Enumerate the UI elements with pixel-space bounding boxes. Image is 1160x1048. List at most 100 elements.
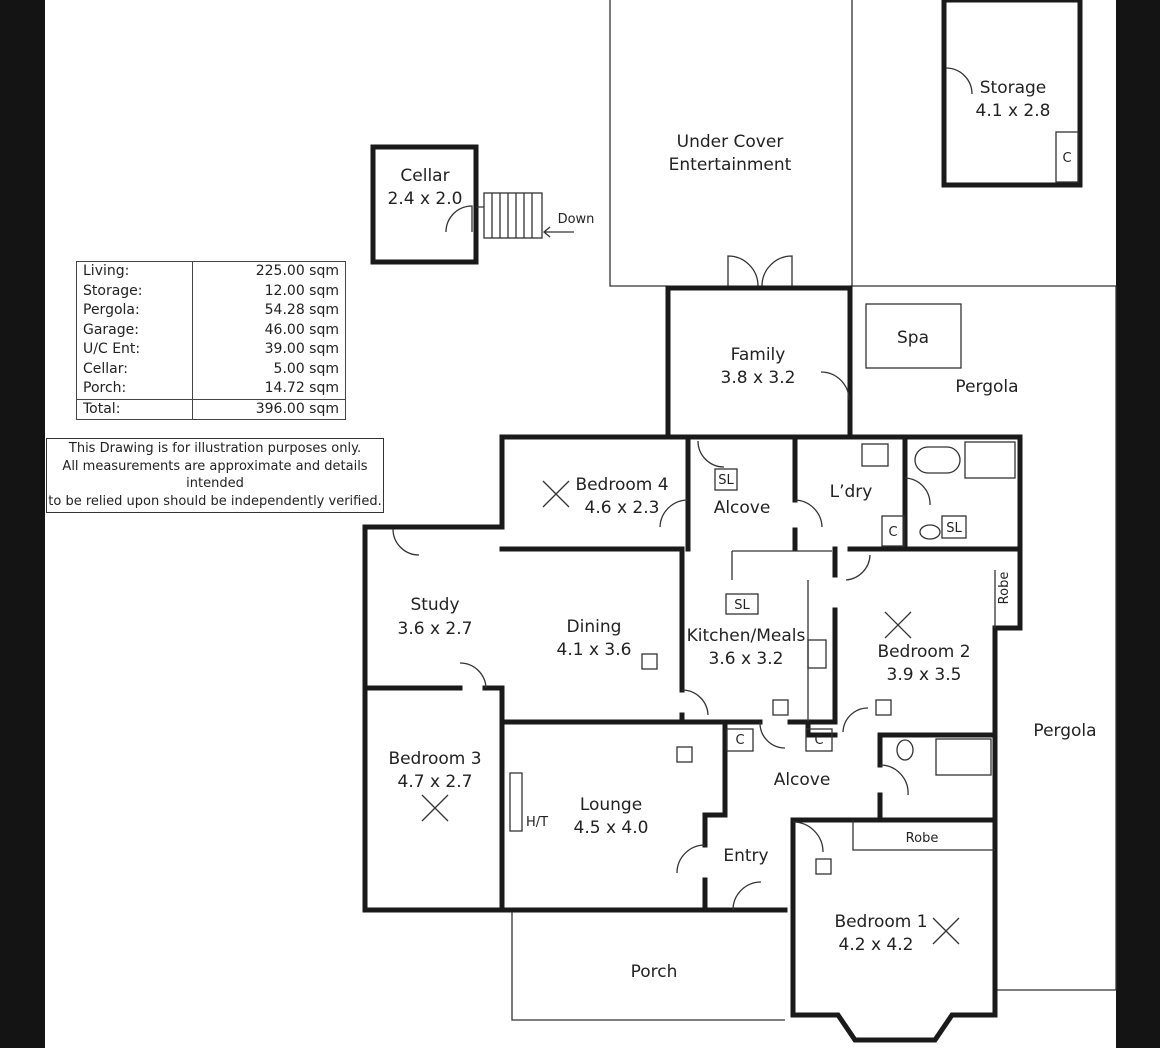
bedroom2-dims: 3.9 x 3.5 — [887, 665, 962, 685]
sl-bath: SL — [946, 521, 962, 536]
area-label: Cellar: — [83, 360, 128, 377]
area-label: Garage: — [83, 321, 139, 338]
toilet-icon — [919, 524, 941, 540]
disclaimer-line: All measurements are approximate and det… — [62, 458, 368, 492]
uce-label: Under Cover — [677, 132, 784, 152]
bedroom1-dims: 4.2 x 4.2 — [839, 935, 914, 955]
entry-label: Entry — [723, 846, 768, 866]
disclaimer-line: to be relied upon should be independentl… — [48, 493, 382, 509]
cellar-door — [445, 205, 473, 233]
alcove-c-left: C — [735, 733, 744, 748]
area-label: U/C Ent: — [83, 341, 141, 357]
area-value: 12.00 sqm — [191, 281, 346, 301]
spa — [865, 303, 962, 369]
disclaimer: This Drawing is for illustration purpose… — [46, 438, 384, 513]
bedroom2-label: Bedroom 2 — [877, 642, 970, 662]
area-value: 39.00 sqm — [191, 340, 346, 360]
skylight-alcove — [714, 468, 738, 491]
area-total-value: 396.00 sqm — [191, 398, 346, 420]
bedroom1-robe-label: Robe — [906, 831, 939, 846]
skylight-kitchen — [725, 593, 759, 615]
area-row: Storage: 12.00 sqm — [77, 281, 346, 301]
alcove-cupboard-right — [805, 728, 833, 752]
study-label: Study — [410, 595, 459, 615]
family-label: Family — [731, 345, 786, 365]
area-label: Porch: — [83, 380, 127, 396]
storage-cupboard — [1055, 131, 1079, 183]
toilet-ensuite-icon — [896, 739, 914, 761]
alcove-bottom-label: Alcove — [774, 770, 831, 790]
porch-label: Porch — [631, 962, 678, 982]
laundry-cupboard — [881, 515, 905, 547]
vent-icons — [641, 653, 892, 875]
bedroom1-label: Bedroom 1 — [834, 912, 927, 932]
uce-label-2: Entertainment — [669, 155, 792, 175]
storage-c-label: C — [1062, 151, 1071, 166]
storage-label: Storage — [980, 78, 1047, 98]
heater-icon — [509, 772, 523, 832]
area-value: 54.28 sqm — [191, 301, 346, 321]
left-border — [0, 0, 45, 1048]
skylight-bath — [941, 515, 967, 539]
dining-dims: 4.1 x 3.6 — [557, 640, 632, 660]
cellar-stairs — [476, 192, 574, 239]
pergola-label-right: Pergola — [1033, 721, 1096, 741]
shower-icon — [935, 738, 992, 776]
laundry-c-label: C — [888, 525, 897, 540]
cooktop-icon — [807, 639, 827, 669]
area-row: Living: 225.00 sqm — [77, 261, 346, 282]
shower-upper-icon — [964, 441, 1016, 479]
kitchen-label: Kitchen/Meals — [687, 626, 806, 646]
area-value: 225.00 sqm — [191, 261, 346, 282]
cellar-dims: 2.4 x 2.0 — [388, 189, 463, 209]
uce-french-doors — [727, 255, 793, 287]
trough-icon — [861, 443, 889, 467]
dining-label: Dining — [567, 617, 622, 637]
area-total-row: Total: 396.00 sqm — [76, 398, 346, 420]
area-total-label: Total: — [76, 398, 193, 420]
disclaimer-line: This Drawing is for illustration purpose… — [68, 441, 362, 456]
alcove-c-right: C — [814, 733, 823, 748]
area-row: Porch: 14.72 sqm — [77, 379, 346, 399]
outdoor-outline — [609, 0, 1117, 991]
lounge-dims: 4.5 x 4.0 — [574, 818, 649, 838]
area-value: 14.72 sqm — [191, 379, 346, 399]
bedroom4-dims: 4.6 x 2.3 — [585, 498, 660, 518]
area-label: Living: — [83, 263, 130, 279]
area-row: Pergola: 54.28 sqm — [77, 301, 346, 321]
right-border — [1116, 0, 1160, 1048]
fittings — [731, 550, 996, 851]
area-value: 5.00 sqm — [191, 359, 346, 379]
storage-dims: 4.1 x 2.8 — [976, 101, 1051, 121]
fan-icons — [421, 480, 960, 945]
bedroom3-label: Bedroom 3 — [388, 749, 481, 769]
bedroom4-label: Bedroom 4 — [575, 475, 668, 495]
bath-icon — [914, 446, 961, 474]
porch-outline — [511, 910, 785, 1021]
pergola-label-top: Pergola — [955, 377, 1018, 397]
alcove-cupboard-left — [726, 728, 754, 752]
heater-label: H/T — [526, 815, 548, 830]
bedroom2-robe-label: Robe — [997, 572, 1012, 605]
area-row: Cellar: 5.00 sqm — [77, 359, 346, 379]
doors — [392, 371, 931, 911]
alcove-top-label: Alcove — [714, 498, 771, 518]
storage-door — [945, 67, 973, 95]
bedroom3-dims: 4.7 x 2.7 — [398, 772, 473, 792]
area-row: U/C Ent: 39.00 sqm — [77, 340, 346, 360]
area-value: 46.00 sqm — [191, 320, 346, 340]
area-row: Garage: 46.00 sqm — [77, 320, 346, 340]
family-dims: 3.8 x 3.2 — [721, 368, 796, 388]
lounge-label: Lounge — [580, 795, 642, 815]
spa-label: Spa — [897, 328, 929, 348]
cellar-label: Cellar — [400, 166, 449, 186]
cellar-walls — [370, 144, 479, 265]
sl-kitchen: SL — [734, 598, 750, 613]
laundry-label: L’dry — [830, 482, 873, 502]
kitchen-dims: 3.6 x 3.2 — [709, 649, 784, 669]
area-label: Pergola: — [83, 302, 140, 318]
area-label: Storage: — [83, 282, 143, 299]
house-walls — [362, 285, 1023, 1043]
storage-walls — [941, 0, 1083, 188]
